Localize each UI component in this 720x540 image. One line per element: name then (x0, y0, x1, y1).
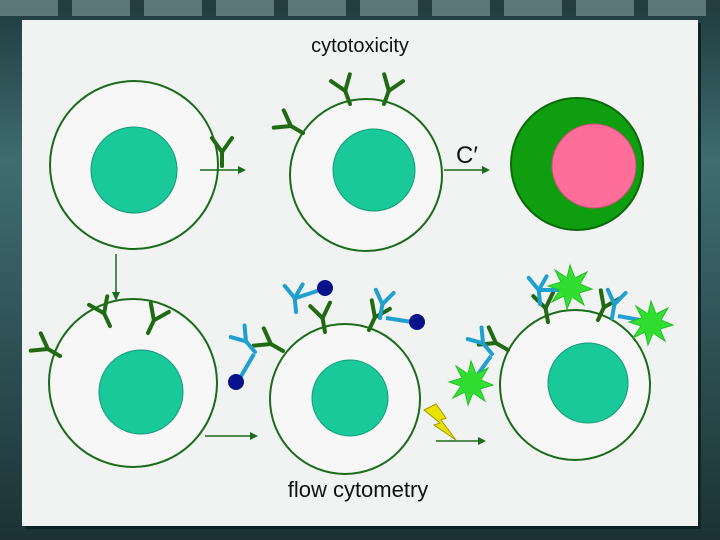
arrow-right (436, 437, 486, 445)
cell-fluorescent (448, 264, 674, 461)
lightning-icon (423, 403, 457, 441)
arrow-right (444, 166, 490, 174)
cell-secondary-labeled (228, 280, 425, 475)
flow-cytometry-label: flow cytometry (287, 477, 429, 502)
fluorophore-dot (228, 374, 244, 390)
arrow-right (200, 166, 246, 174)
secondary-antibody-icon (282, 282, 307, 315)
secondary-antibody-icon (228, 323, 264, 360)
arrow-down (112, 254, 120, 301)
fluorescent-star-icon (628, 300, 674, 346)
fluorescent-star-icon (448, 360, 494, 406)
arrow-right (205, 432, 258, 440)
cell-antibody-bound (271, 72, 443, 252)
complement-label: C′ (456, 142, 478, 169)
cell-target (49, 80, 219, 250)
antibody-icon (251, 326, 290, 362)
frame-decoration (0, 0, 720, 16)
fluorophore-dot (409, 314, 425, 330)
lysed-cell (510, 97, 644, 231)
fluorescent-star-icon (547, 264, 593, 310)
title-cytotoxicity: cytotoxicity (311, 35, 409, 57)
fluorophore-dot (317, 280, 333, 296)
cell-antibody-bound (28, 294, 218, 468)
